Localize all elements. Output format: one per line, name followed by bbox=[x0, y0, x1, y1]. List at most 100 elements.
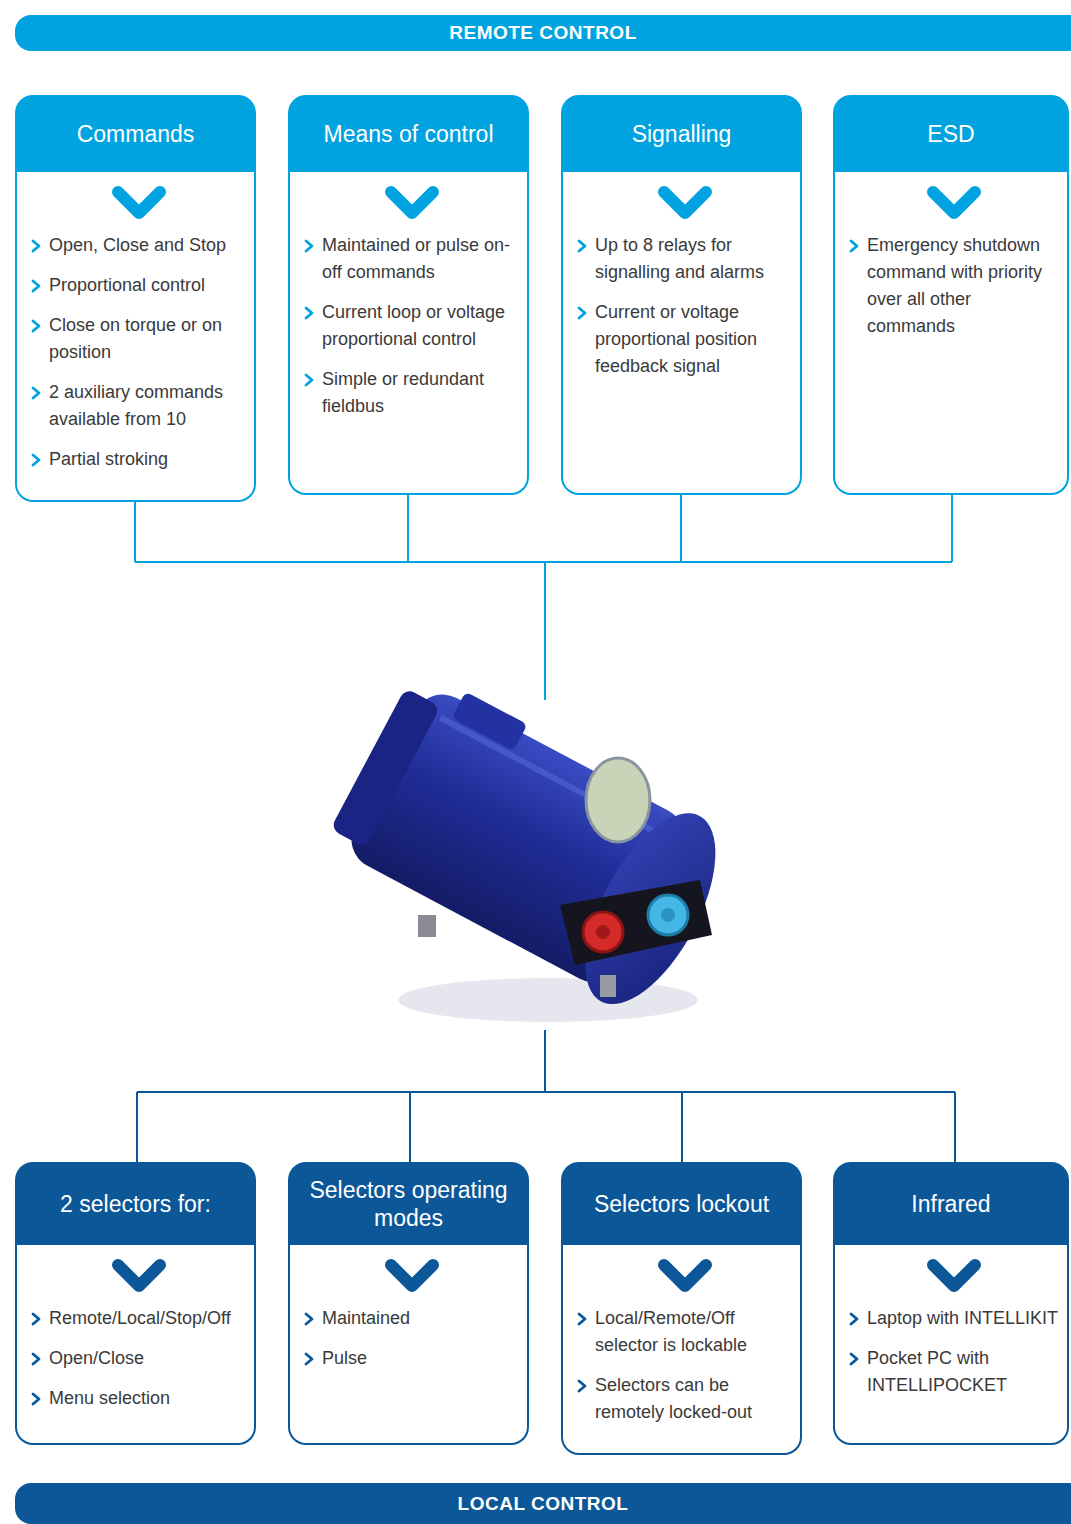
card-heading: ESD bbox=[927, 120, 974, 148]
feature-card: CommandsOpen, Close and StopProportional… bbox=[15, 95, 256, 502]
bullet-text: 2 auxiliary commands available from 10 bbox=[49, 379, 246, 433]
bullet-chevron-mark bbox=[33, 321, 39, 331]
card-header: ESD bbox=[833, 95, 1069, 172]
bullet-text: Local/Remote/Off selector is lockable bbox=[595, 1305, 792, 1359]
wire bbox=[951, 495, 953, 562]
card-body: Open, Close and StopProportional control… bbox=[15, 172, 256, 502]
bullet-chevron-mark bbox=[851, 241, 857, 251]
bullet-text: Laptop with INTELLIKIT bbox=[867, 1305, 1058, 1332]
bullet-item: 2 auxiliary commands available from 10 bbox=[31, 379, 246, 433]
bullet-chevron-mark bbox=[33, 1354, 39, 1364]
bullet-chevron-mark bbox=[306, 375, 312, 385]
down-arrow bbox=[933, 1265, 975, 1286]
down-arrow bbox=[118, 192, 160, 213]
bullet-chevron bbox=[304, 239, 314, 253]
card-heading: Commands bbox=[77, 120, 195, 148]
bullet-text: Open/Close bbox=[49, 1345, 144, 1372]
bullet-item: Partial stroking bbox=[31, 446, 246, 473]
section-band: REMOTE CONTROL bbox=[15, 15, 1071, 51]
bullet-text: Up to 8 relays for signalling and alarms bbox=[595, 232, 792, 286]
bullet-chevron-mark bbox=[306, 241, 312, 251]
cable-gland bbox=[600, 975, 616, 997]
card-header: Selectors lockout bbox=[561, 1162, 802, 1245]
bullet-item: Current loop or voltage proportional con… bbox=[304, 299, 519, 353]
bullet-item: Current or voltage proportional position… bbox=[577, 299, 792, 380]
card-body: Laptop with INTELLIKIT Pocket PC with INT… bbox=[833, 1245, 1069, 1445]
card-header: 2 selectors for: bbox=[15, 1162, 256, 1245]
feature-card: Selectors lockoutLocal/Remote/Off select… bbox=[561, 1162, 802, 1455]
bullet-chevron bbox=[849, 239, 859, 253]
bullet-text: Selectors can be remotely locked-out bbox=[595, 1372, 792, 1426]
card-body: Emergency shutdown command with priority… bbox=[833, 172, 1069, 495]
bullet-chevron bbox=[31, 1392, 41, 1406]
bullet-chevron-mark bbox=[33, 241, 39, 251]
band-title: LOCAL CONTROL bbox=[458, 1493, 629, 1515]
bullet-chevron bbox=[31, 279, 41, 293]
wire bbox=[680, 495, 682, 562]
bullet-text: Close on torque or on position bbox=[49, 312, 246, 366]
down-arrow bbox=[391, 1265, 433, 1286]
bullet-item: Menu selection bbox=[31, 1385, 246, 1412]
down-arrow-icon bbox=[925, 184, 983, 222]
bullet-item: Simple or redundant fieldbus bbox=[304, 366, 519, 420]
bullet-chevron-mark bbox=[579, 1381, 585, 1391]
feature-card: SignallingUp to 8 relays for signalling … bbox=[561, 95, 802, 495]
bullet-text: Pocket PC with INTELLIPOCKET bbox=[867, 1345, 1059, 1399]
down-arrow bbox=[664, 192, 706, 213]
card-body: Up to 8 relays for signalling and alarms… bbox=[561, 172, 802, 495]
feature-card: ESD Emergency shutdown command with prior… bbox=[833, 95, 1069, 495]
bullet-item: Laptop with INTELLIKIT bbox=[849, 1305, 1059, 1332]
card-body: MaintainedPulse bbox=[288, 1245, 529, 1445]
bullet-item: Selectors can be remotely locked-out bbox=[577, 1372, 792, 1426]
bullet-chevron bbox=[577, 1312, 587, 1326]
card-header: Commands bbox=[15, 95, 256, 172]
bullet-chevron bbox=[31, 453, 41, 467]
feature-card: 2 selectors for:Remote/Local/Stop/OffOpe… bbox=[15, 1162, 256, 1445]
bullet-text: Maintained bbox=[322, 1305, 410, 1332]
down-arrow bbox=[391, 192, 433, 213]
bullet-chevron bbox=[31, 386, 41, 400]
bullet-text: Proportional control bbox=[49, 272, 205, 299]
bullet-chevron-mark bbox=[851, 1314, 857, 1324]
card-body: Local/Remote/Off selector is lockableSel… bbox=[561, 1245, 802, 1455]
bullet-chevron bbox=[849, 1312, 859, 1326]
actuator-illustration bbox=[319, 666, 743, 1024]
card-body: Remote/Local/Stop/OffOpen/CloseMenu sele… bbox=[15, 1245, 256, 1445]
control-panel bbox=[560, 880, 712, 965]
card-heading: Selectors operating modes bbox=[298, 1176, 519, 1232]
band-title: REMOTE CONTROL bbox=[449, 22, 637, 44]
bullet-item: Maintained bbox=[304, 1305, 519, 1332]
wire bbox=[954, 1092, 956, 1162]
section-band: LOCAL CONTROL bbox=[15, 1483, 1071, 1524]
bullet-item: Up to 8 relays for signalling and alarms bbox=[577, 232, 792, 286]
wire bbox=[409, 1092, 411, 1162]
bullet-chevron-mark bbox=[33, 1314, 39, 1324]
feature-card: InfraredLaptop with INTELLIKITPocket PC … bbox=[833, 1162, 1069, 1445]
bullet-chevron-mark bbox=[33, 281, 39, 291]
down-arrow bbox=[933, 192, 975, 213]
bullet-item: Maintained or pulse on-off commands bbox=[304, 232, 519, 286]
wire bbox=[135, 561, 952, 563]
card-header: Selectors operating modes bbox=[288, 1162, 529, 1245]
wiring-bottom bbox=[137, 1030, 955, 1162]
card-heading: Means of control bbox=[323, 120, 493, 148]
wire bbox=[544, 1030, 546, 1092]
blue-selector-hub bbox=[661, 908, 675, 922]
bullet-chevron bbox=[31, 319, 41, 333]
wiring-top bbox=[135, 495, 952, 700]
bullet-chevron bbox=[304, 1312, 314, 1326]
wire bbox=[544, 562, 546, 700]
bullet-chevron-mark bbox=[306, 1314, 312, 1324]
down-arrow-icon bbox=[110, 1257, 168, 1295]
bullet-chevron-mark bbox=[33, 388, 39, 398]
display-window bbox=[586, 758, 650, 842]
shadow bbox=[398, 978, 698, 1022]
bullet-text: Pulse bbox=[322, 1345, 367, 1372]
bullet-text: Current or voltage proportional position… bbox=[595, 299, 792, 380]
bullet-text: Open, Close and Stop bbox=[49, 232, 226, 259]
down-arrow-icon bbox=[925, 1257, 983, 1295]
bullet-text: Emergency shutdown command with priority… bbox=[867, 232, 1059, 340]
rear-flange bbox=[330, 688, 440, 848]
red-selector-hub bbox=[596, 925, 610, 939]
